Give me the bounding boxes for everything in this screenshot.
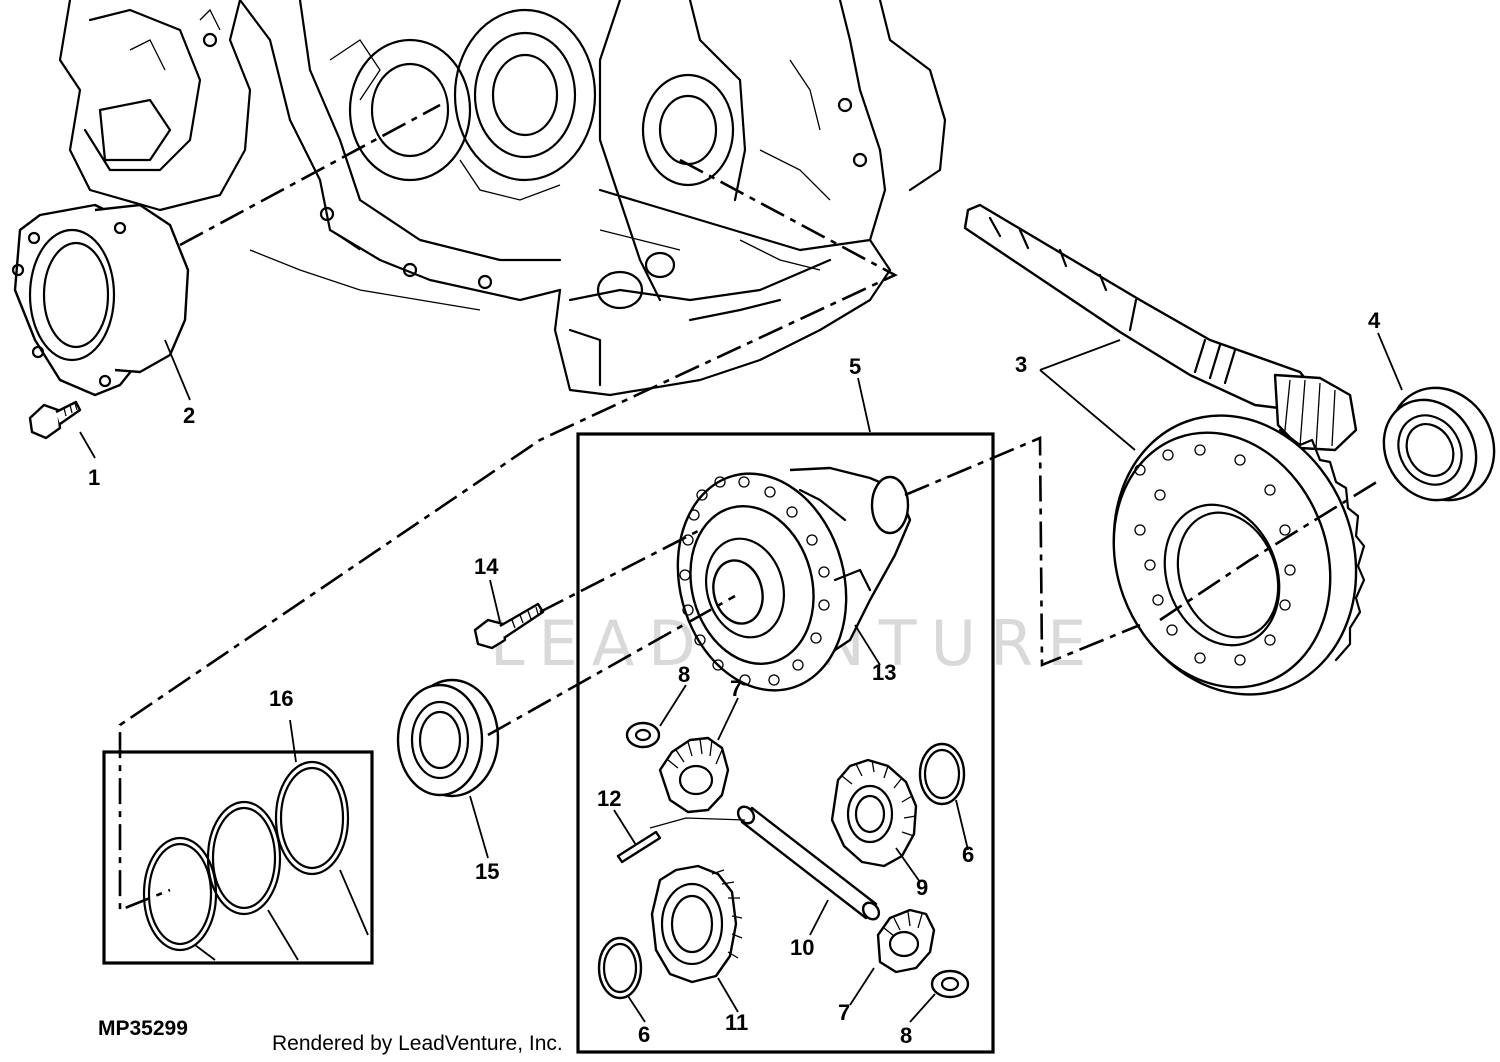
- callout-3: 3: [1015, 352, 1027, 377]
- callout-labels: 1 2 3 4 5 14 13 8 7 16 12 6 9 15 10 11 7…: [88, 308, 1381, 1048]
- washer-6-right: [918, 742, 966, 806]
- callout-7-top: 7: [730, 676, 742, 701]
- callout-6-right: 6: [962, 842, 974, 867]
- callout-1: 1: [88, 465, 100, 490]
- callout-15: 15: [475, 859, 499, 884]
- washer-8-top: [625, 721, 661, 749]
- transmission-housing: [58, 0, 947, 397]
- ring-gear: [1112, 414, 1366, 696]
- assembly-centerlines: [118, 103, 1381, 912]
- side-gear-11: [650, 864, 743, 984]
- callout-6-bottom: 6: [638, 1022, 650, 1047]
- differential-case: [676, 466, 912, 692]
- side-gear-9: [830, 758, 918, 868]
- washer-6-bottom: [597, 936, 643, 1000]
- callout-10: 10: [790, 935, 814, 960]
- bolt-1: [28, 400, 82, 440]
- callout-8-top: 8: [678, 662, 690, 687]
- callout-12: 12: [597, 786, 621, 811]
- callout-8-bottom: 8: [900, 1023, 912, 1048]
- differential-group-box: [576, 432, 995, 1054]
- figure-id: MP35299: [98, 1017, 188, 1040]
- seal-housing: [11, 203, 190, 397]
- pin-12: [616, 830, 662, 864]
- shims-16: [142, 760, 350, 952]
- callout-2: 2: [183, 403, 195, 428]
- shim-group-box: [102, 750, 374, 965]
- callout-5: 5: [849, 354, 861, 379]
- callout-7-bottom: 7: [838, 1000, 850, 1025]
- callout-4: 4: [1368, 308, 1381, 333]
- callout-14: 14: [474, 554, 499, 579]
- callout-13: 13: [872, 660, 896, 685]
- callout-16: 16: [269, 686, 293, 711]
- bearing-4: [1382, 386, 1496, 502]
- pinion-gear-7-bottom: [876, 908, 936, 974]
- pinion-shaft: [963, 203, 1358, 452]
- pinion-gear-7-top: [658, 736, 730, 814]
- bearing-15: [396, 678, 500, 798]
- cross-shaft-10: [736, 805, 881, 921]
- bolt-14: [473, 602, 545, 650]
- callout-11: 11: [725, 1010, 748, 1035]
- washer-8-bottom: [930, 969, 970, 999]
- render-credit: Rendered by LeadVenture, Inc.: [272, 1032, 563, 1055]
- callout-9: 9: [916, 875, 928, 900]
- leader-lines: [79, 332, 1403, 1023]
